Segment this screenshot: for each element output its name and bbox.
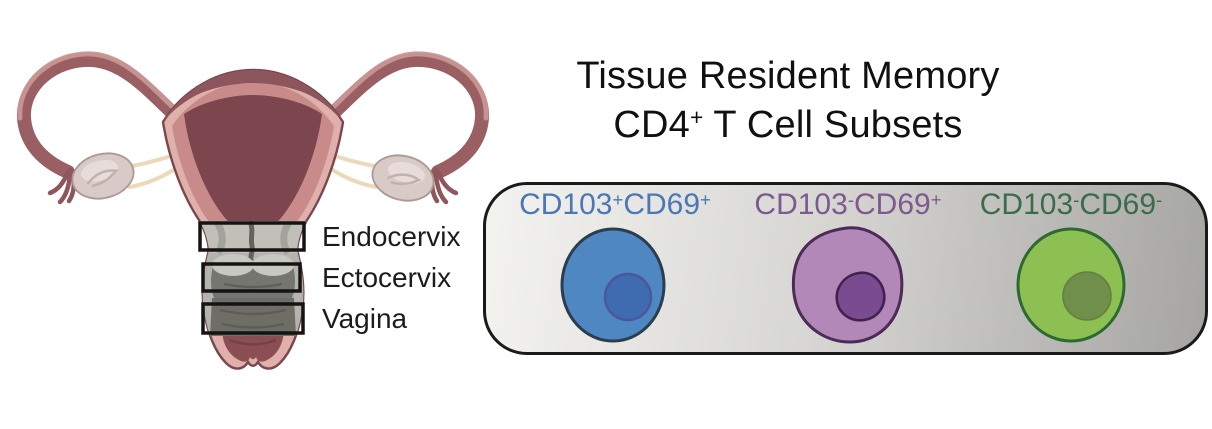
subset-label: CD103+CD69+	[519, 188, 711, 221]
cell-nucleus	[1062, 271, 1112, 321]
ectocervix-label: Ectocervix	[322, 262, 451, 293]
vagina-label: Vagina	[322, 303, 408, 334]
ovary-right	[371, 154, 435, 202]
cell-nucleus	[835, 271, 886, 322]
title-line1: Tissue Resident Memory	[576, 55, 1000, 97]
cell-nucleus	[603, 272, 653, 322]
ovary-left	[71, 152, 135, 200]
subset-cd103pos-cd69pos: CD103+CD69+	[505, 189, 725, 350]
ectocervix-box	[201, 262, 302, 293]
title-line2: CD4+ T Cell Subsets	[613, 103, 963, 146]
subset-cd103neg-cd69pos: CD103-CD69+	[738, 189, 958, 350]
superscript-plus: +	[690, 104, 704, 131]
subset-label: CD103-CD69-	[979, 188, 1163, 221]
subset-label: CD103-CD69+	[754, 188, 942, 221]
t-cell-green	[1016, 227, 1126, 343]
t-cell-purple	[791, 226, 904, 344]
vagina-box	[201, 302, 305, 335]
uterus-illustration: Endocervix Ectocervix Vagina	[16, 51, 490, 370]
t-cell-blue	[560, 227, 666, 343]
figure-title: Tissue Resident Memory CD4+ T Cell Subse…	[498, 52, 1078, 149]
sampled-region-overlay	[188, 218, 318, 336]
endocervix-box	[198, 221, 306, 252]
trm-subsets-panel: CD103+CD69+ CD103-CD69+ CD103-CD69-	[483, 182, 1208, 355]
subset-cd103neg-cd69neg: CD103-CD69-	[961, 189, 1181, 350]
endocervix-label: Endocervix	[322, 221, 461, 252]
